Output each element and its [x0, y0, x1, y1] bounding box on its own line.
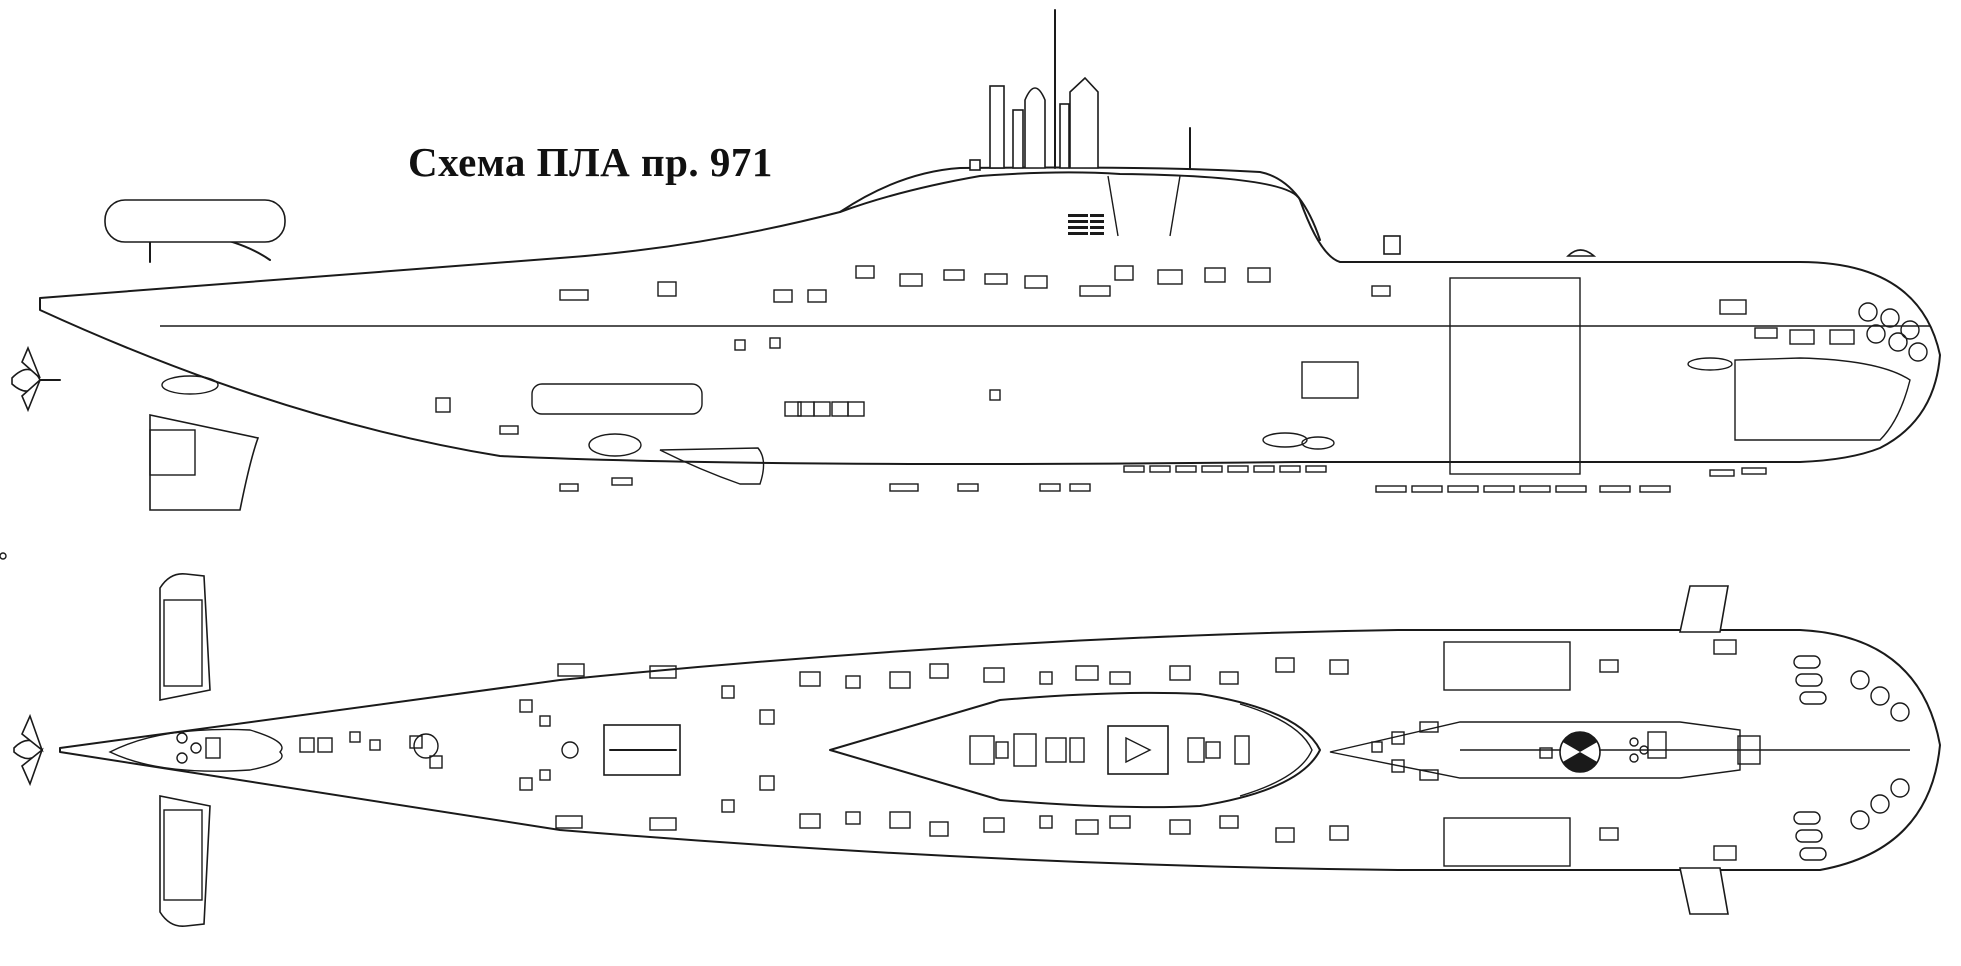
deck-fitting — [1383, 235, 1401, 255]
side-flank-fin — [659, 447, 765, 485]
radiation-hazard-icon — [1559, 731, 1601, 773]
plan-compartment — [1443, 641, 1571, 691]
margin-mark — [0, 552, 7, 560]
side-keel-slots — [559, 465, 1767, 493]
plan-upper-stabilizer — [159, 572, 211, 701]
plan-sail-details — [969, 733, 1221, 767]
side-lower-rudder — [149, 414, 260, 511]
side-stabilizer-upper — [104, 199, 286, 243]
side-flank-array — [531, 383, 703, 415]
drawing-title: Схема ПЛА пр. 971 — [408, 139, 773, 185]
side-propeller — [11, 345, 61, 413]
plan-hatch — [1234, 735, 1250, 765]
rudder-panel — [149, 429, 196, 476]
deck-dome — [1566, 249, 1597, 257]
plan-aft-deck — [108, 728, 283, 772]
side-profile-view — [11, 9, 1941, 511]
side-hull-panels — [435, 265, 1855, 435]
plan-hull-outline — [59, 629, 1941, 871]
side-aft-fairing — [161, 375, 219, 395]
sail-divider — [1107, 175, 1119, 237]
plan-sail-outline — [829, 691, 1321, 809]
plan-compartment — [1443, 817, 1571, 867]
plan-bridge — [1107, 725, 1169, 775]
sail-grille — [1068, 214, 1104, 235]
top-plan-view — [13, 572, 1941, 928]
bow-fin — [1687, 357, 1733, 371]
side-pod — [1262, 432, 1308, 448]
stabilizer-panel — [163, 809, 203, 901]
side-compartment — [1449, 277, 1581, 475]
plan-sail-arc — [1239, 703, 1313, 797]
side-masts — [969, 9, 1191, 171]
side-hatch — [1301, 361, 1359, 399]
plan-bow-plane-upper — [1679, 585, 1729, 633]
side-bow-sonar — [1734, 357, 1911, 441]
side-pod — [1301, 436, 1335, 450]
stabilizer-panel — [163, 599, 203, 687]
plan-deck-panels — [176, 639, 1761, 861]
side-sail — [839, 166, 1321, 241]
side-hull-outline — [39, 171, 1941, 465]
side-pod — [588, 433, 642, 457]
plan-bridge-mark — [1125, 736, 1152, 764]
plan-propeller — [13, 713, 44, 787]
plan-lower-stabilizer — [159, 795, 211, 928]
plan-bow-tubes — [1793, 655, 1910, 861]
sail-divider — [1169, 175, 1181, 237]
bow-tube-circles — [1858, 302, 1928, 362]
plan-bow-plane-lower — [1679, 867, 1729, 915]
